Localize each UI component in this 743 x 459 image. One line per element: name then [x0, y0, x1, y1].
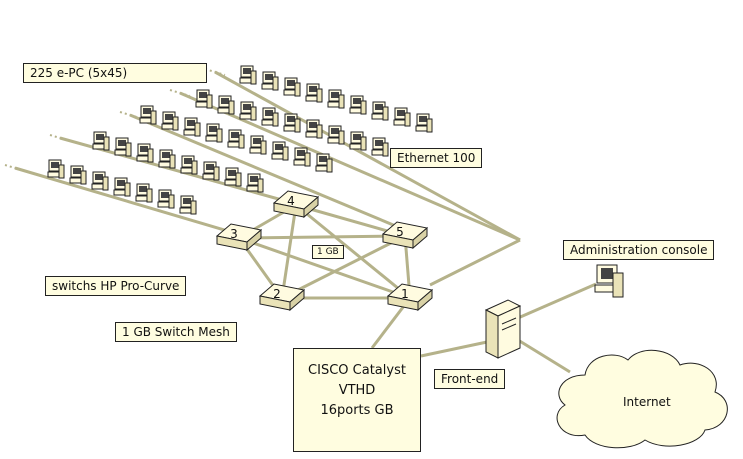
internet-cloud: Internet	[556, 349, 728, 449]
pc-icon	[261, 107, 279, 127]
pc-icon	[283, 113, 301, 133]
admin-console-label: Administration console	[563, 240, 715, 260]
pc-icon	[305, 119, 323, 139]
pc-icon	[349, 131, 367, 151]
pc-icon	[293, 147, 311, 167]
pc-layer	[47, 65, 433, 215]
cisco-catalyst-box: CISCO Catalyst VTHD 16ports GB	[293, 348, 421, 452]
cisco-line-2: VTHD	[338, 383, 376, 398]
front-end-server-icon	[484, 299, 522, 359]
mesh-link	[295, 203, 411, 300]
pc-icon	[415, 113, 433, 133]
cisco-line-1: CISCO Catalyst	[308, 363, 406, 378]
switch-number: 2	[273, 287, 281, 301]
switch-5: 5	[381, 221, 429, 250]
network-link	[517, 338, 571, 374]
pc-icon	[91, 171, 109, 191]
pc-icon	[158, 149, 176, 169]
pc-icon	[239, 65, 257, 85]
switch-3: 3	[215, 223, 263, 252]
switch-2: 2	[258, 283, 306, 312]
pc-icon	[349, 95, 367, 115]
row-continuation	[4, 164, 26, 172]
pc-icon	[371, 137, 389, 157]
switches-label: switchs HP Pro-Curve	[45, 276, 187, 296]
pc-icon	[180, 155, 198, 175]
pc-icon	[114, 137, 132, 157]
mesh-link	[280, 204, 298, 299]
ethernet-row-line	[179, 91, 521, 242]
pc-icon	[217, 95, 235, 115]
row-continuation	[204, 68, 226, 76]
ethernet-row-line	[129, 113, 411, 234]
pc-icon	[69, 165, 87, 185]
pc-icon	[161, 111, 179, 131]
pc-icon	[195, 89, 213, 109]
pc-icon	[261, 71, 279, 91]
switch-number: 4	[287, 194, 295, 208]
pc-icon	[202, 161, 220, 181]
pc-icon	[305, 83, 323, 103]
switch-mesh-label: 1 GB Switch Mesh	[115, 322, 237, 342]
pc-icon	[327, 125, 345, 145]
cisco-line-3: 16ports GB	[320, 403, 394, 418]
pc-icon	[239, 101, 257, 121]
pc-icon	[183, 117, 201, 137]
switch-4: 4	[272, 190, 320, 219]
pc-icon	[136, 143, 154, 163]
network-link	[517, 282, 597, 320]
pc-icon	[92, 131, 110, 151]
switch-number: 5	[396, 225, 404, 239]
switch-number: 1	[401, 287, 409, 301]
ethernet-row-line	[214, 70, 521, 242]
admin-console-icon	[594, 264, 624, 298]
pc-icon	[371, 101, 389, 121]
pc-icon	[47, 159, 65, 179]
pc-icon	[283, 77, 301, 97]
row-continuation	[119, 111, 141, 119]
switch-1: 1	[386, 283, 434, 312]
pc-icon	[135, 183, 153, 203]
mesh-link	[238, 234, 406, 240]
pc-icon	[205, 123, 223, 143]
pc-icon	[393, 107, 411, 127]
gb-link-label: 1 GB	[312, 245, 344, 259]
pc-icon	[224, 167, 242, 187]
row-continuation	[49, 134, 71, 142]
pc-icon	[179, 195, 197, 215]
switch-number: 3	[230, 227, 238, 241]
pc-icon	[327, 89, 345, 109]
ethernet-label: Ethernet 100	[390, 148, 483, 168]
pc-icon	[139, 105, 157, 125]
pc-icon	[246, 173, 264, 193]
mesh-link	[238, 236, 411, 300]
pc-icon	[157, 189, 175, 209]
switches-layer: 1 2 3 4 5	[215, 190, 434, 312]
links-layer	[4, 68, 597, 374]
pc-icon	[315, 153, 333, 173]
pc-icon	[227, 129, 245, 149]
epc-count-label: 225 e-PC (5x45)	[23, 63, 207, 83]
internet-label: Internet	[623, 395, 671, 409]
ethernet-uplink	[429, 238, 521, 287]
front-end-label: Front-end	[434, 369, 506, 389]
pc-icon	[113, 177, 131, 197]
network-link	[420, 340, 488, 358]
row-continuation	[169, 89, 191, 97]
mesh-link	[281, 234, 406, 300]
ethernet-row-line	[14, 166, 259, 242]
pc-icon	[249, 135, 267, 155]
pc-icon	[271, 141, 289, 161]
